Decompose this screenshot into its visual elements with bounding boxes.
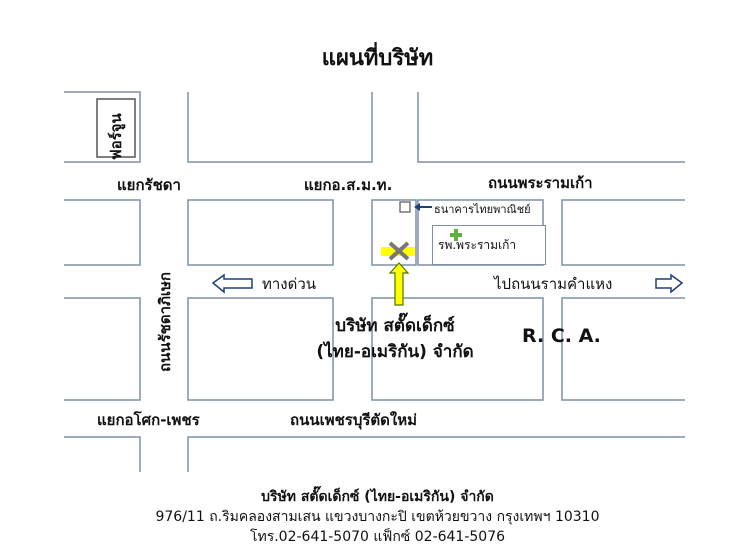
- bank-label: ธนาคารไทยพาณิชย์: [434, 203, 531, 216]
- up-arrow-icon: [388, 262, 410, 306]
- city-blocks: [64, 91, 685, 472]
- block-far-right-top: [561, 199, 685, 266]
- page-title: แผนที่บริษัท: [321, 46, 434, 71]
- block-bottom-right: [187, 436, 685, 472]
- block-mid-center-bottom: [371, 297, 544, 401]
- block-mid-center-top: [371, 199, 417, 266]
- ramkhamhaeng-arrow-icon: [655, 273, 684, 294]
- company-line-2: (ไทย-อเมริกัน) จำกัด: [316, 342, 474, 362]
- block-top-right: [417, 92, 685, 163]
- block-mid-left-top: [64, 199, 141, 266]
- ratchadaphisek-road-label: ถนนรัชดาภิเษก: [156, 272, 174, 372]
- block-bottom-left: [64, 436, 141, 472]
- block-top-left: [64, 91, 141, 163]
- expressway-arrow-icon: [211, 273, 253, 294]
- block-far-right-bottom: [561, 297, 685, 401]
- rca-label: R. C. A.: [522, 325, 601, 347]
- block-mid-left-bottom: [64, 297, 141, 401]
- block-mid-center-left-top: [187, 199, 334, 266]
- rama9-road-label: ถนนพระรามเก้า: [488, 174, 593, 192]
- osmt-junction-label: แยกอ.ส.ม.ท.: [304, 176, 393, 194]
- bank-marker: [399, 201, 411, 213]
- ratchada-junction-label: แยกรัชดา: [117, 176, 181, 194]
- green-cross-icon: [450, 229, 462, 241]
- company-line-1: บริษัท สตั๊ดเด็กซ์: [335, 316, 455, 336]
- block-mid-center-left-bottom: [187, 297, 334, 401]
- block-mid-right-top: [417, 199, 544, 266]
- footer-company: บริษัท สตั๊ดเด็กซ์ (ไทย-อเมริกัน) จำกัด: [261, 489, 494, 505]
- petchaburi-road-label: ถนนเพชรบุรีตัดใหม่: [290, 411, 418, 429]
- hospital-building: [432, 225, 546, 265]
- to-ramkhamhaeng-label: ไปถนนรามคำแหง: [494, 275, 613, 293]
- block-top-middle: [187, 92, 373, 163]
- expressway-label: ทางด่วน: [262, 275, 317, 293]
- hospital-label: รพ.พระรามเก้า: [438, 238, 517, 252]
- bank-pointer-arrow: [414, 203, 432, 211]
- asoke-junction-label: แยกอโศก-เพชร: [97, 411, 200, 429]
- x-mark-icon: [381, 241, 415, 261]
- company-name: บริษัท สตั๊ดเด็กซ์ (ไทย-อเมริกัน) จำกัด: [280, 313, 510, 365]
- footer-phone: โทร.02-641-5070 แฟ็กซ์ 02-641-5076: [249, 529, 506, 545]
- fortune-label: ฟอร์จูน: [107, 113, 125, 160]
- footer-address: 976/11 ถ.ริมคลองสามเสน แขวงบางกะปิ เขตห้…: [155, 509, 600, 525]
- fortune-building: [96, 98, 136, 158]
